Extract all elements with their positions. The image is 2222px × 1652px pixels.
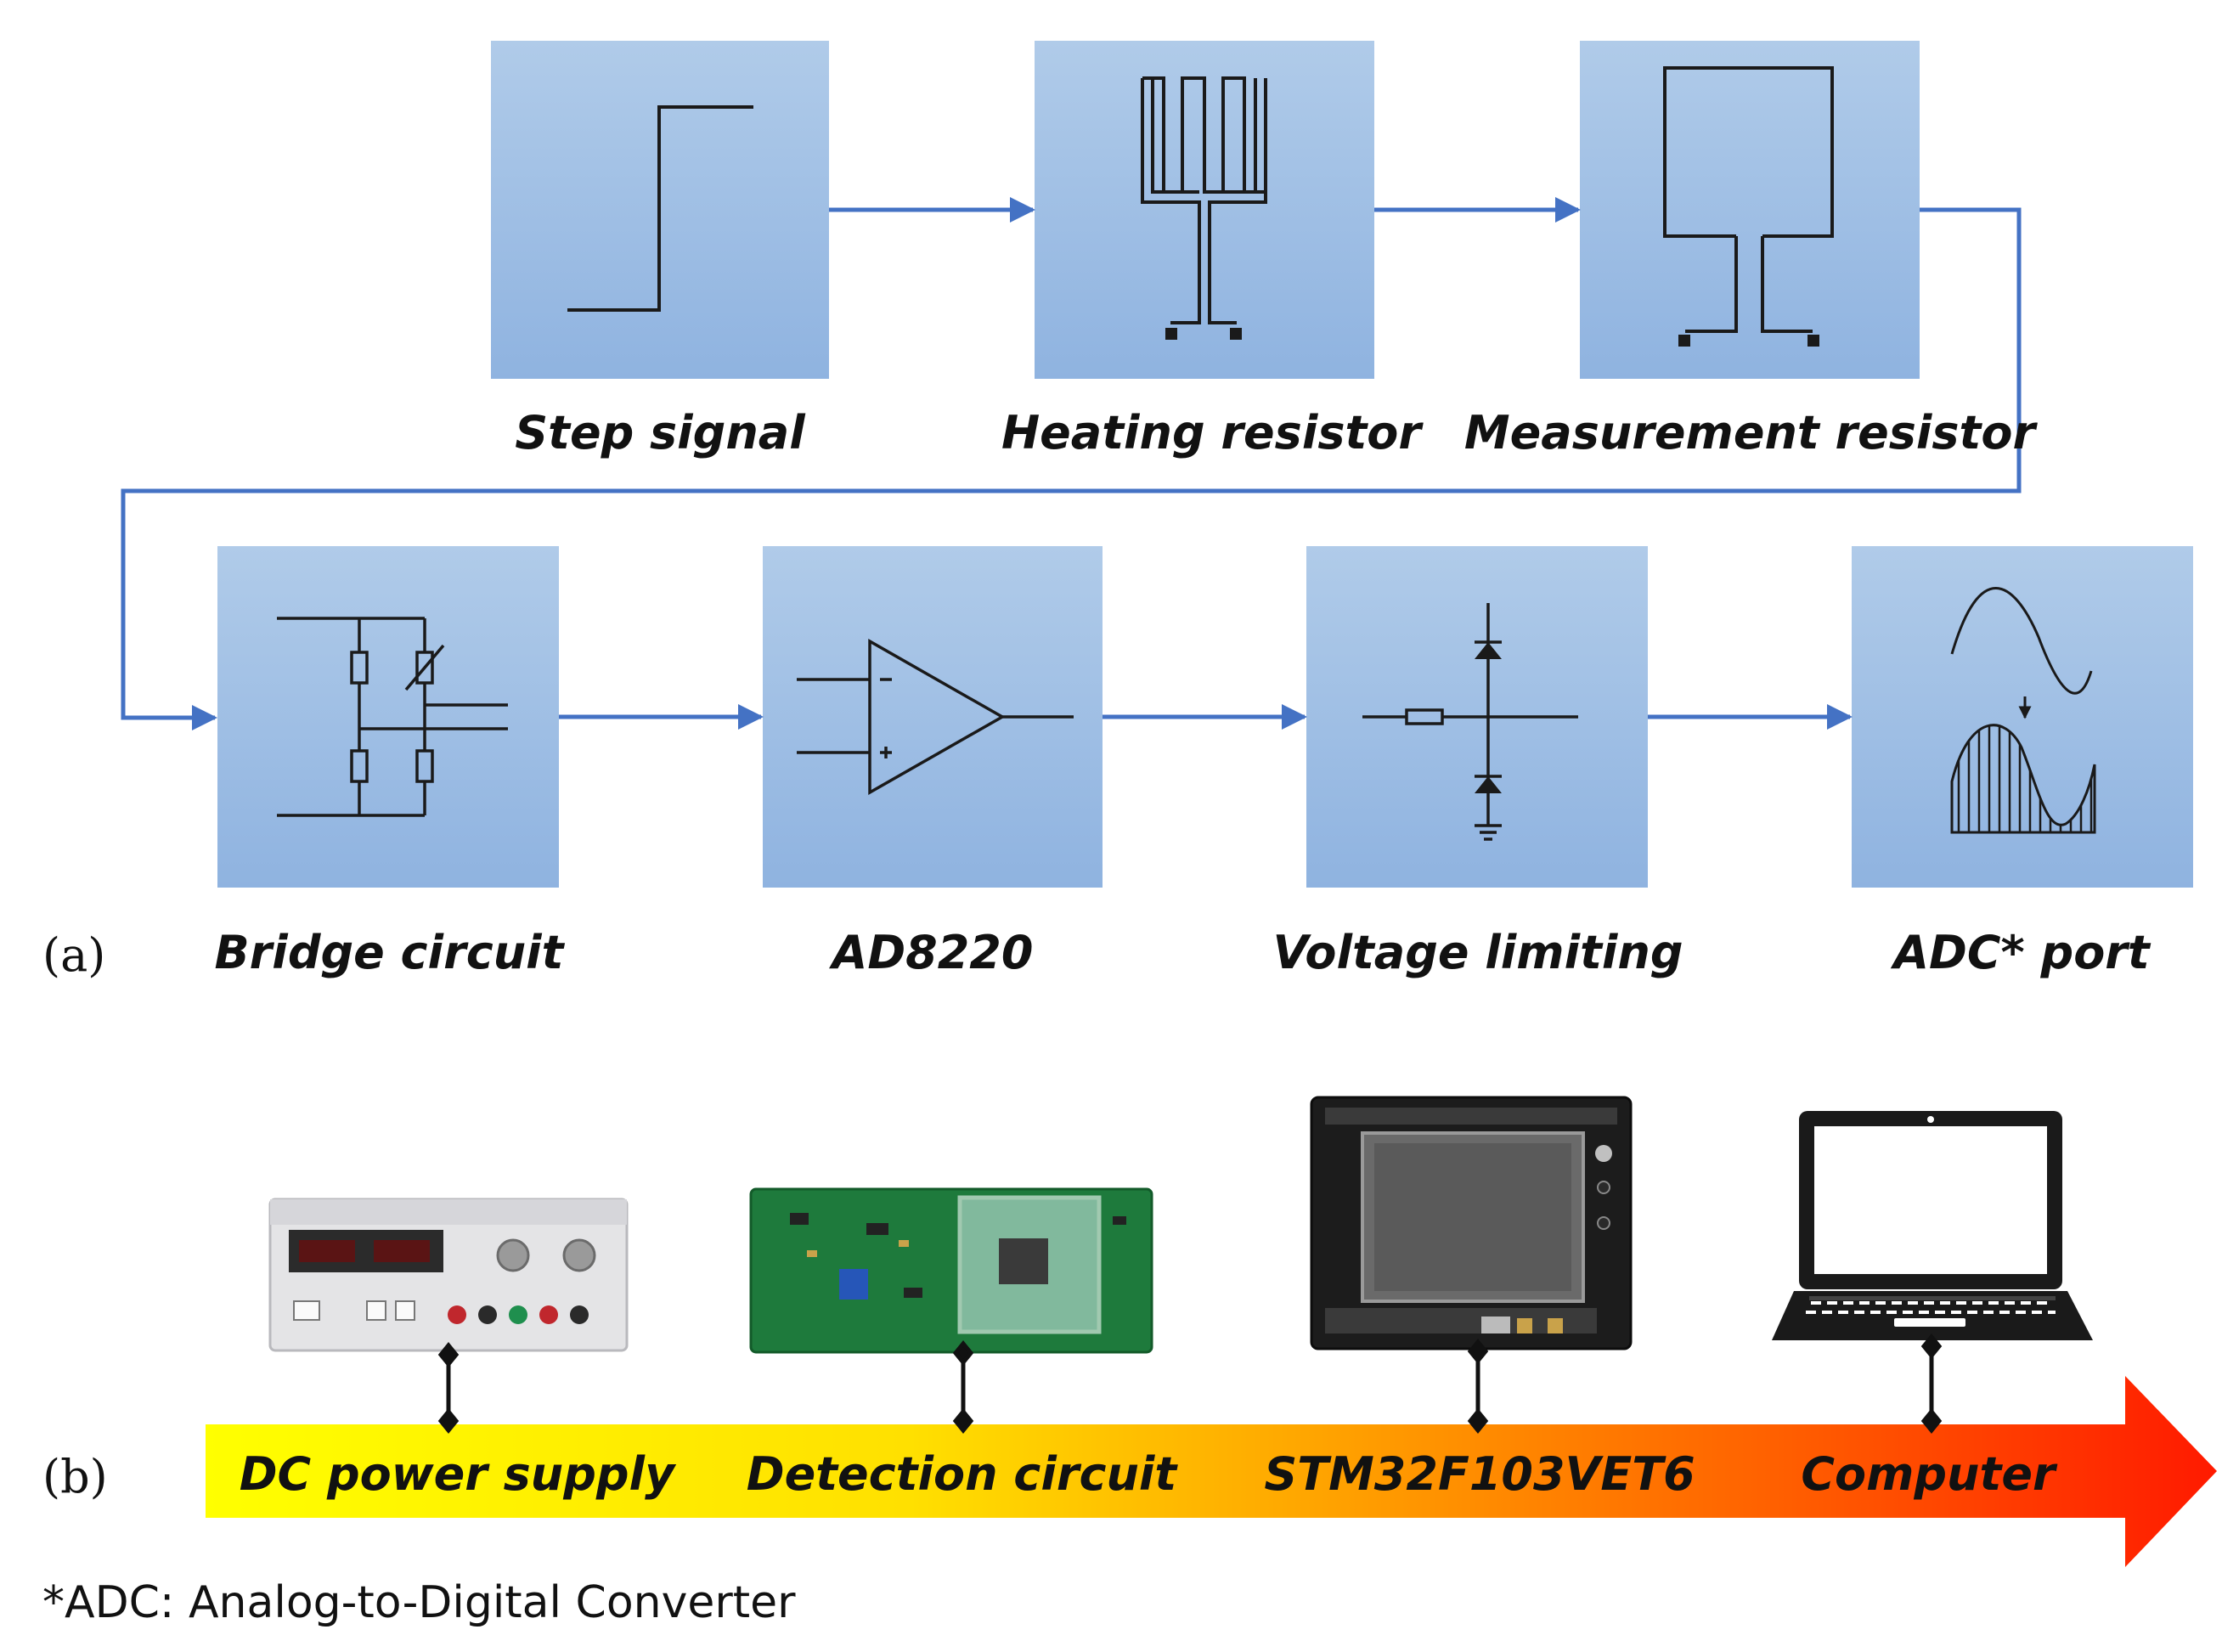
label-dc-power-supply: DC power supply [240,1447,677,1501]
block-bridge-circuit [217,546,559,888]
sampled-waveform-icon [1950,587,2096,834]
panel-a-marker: (a) [42,928,105,982]
heating-resistor-icon [1141,76,1267,324]
block-ad8220 [763,546,1103,888]
label-ad8220: AD8220 [829,926,1034,979]
top-row-arrows [121,197,2022,730]
label-step-signal: Step signal [515,406,806,460]
label-bridge-circuit: Bridge circuit [215,926,566,979]
device-connectors [437,1333,1943,1434]
op-amp-icon [797,638,1074,796]
keyboard-keys [1809,1296,2056,1327]
label-stm32: STM32F103VET6 [1264,1447,1695,1501]
measurement-resistor-icon [1663,66,1834,333]
panel-b: (b) DC power supply Detection circuit ST… [42,1096,2217,1567]
block-heating-resistor [1035,41,1374,379]
arrow-measurement-to-bridge [121,207,2022,730]
panel-b-marker: (b) [42,1450,108,1503]
footnote: *ADC: Analog-to-Digital Converter [42,1577,796,1628]
detection-circuit-board-photo [749,1187,1153,1354]
bottom-row: (a) Bridge circuit AD8220 Voltage limiti… [42,546,2193,982]
progress-arrow-band [206,1376,2217,1567]
label-measurement-resistor: Measurement resistor [1464,406,2039,460]
label-heating-resistor: Heating resistor [1001,406,1424,460]
block-measurement-resistor [1580,41,1920,379]
label-voltage-limiting: Voltage limiting [1272,926,1683,979]
stm32-dev-board-photo [1310,1096,1633,1350]
label-computer: Computer [1801,1447,2058,1501]
block-voltage-limiting [1306,546,1648,888]
bridge-circuit-icon [277,617,508,817]
dc-power-supply-photo [268,1198,629,1352]
laptop-icon [1772,1111,2093,1340]
top-row: Step signal Heating resistor Measurement… [121,41,2039,730]
block-adc-port [1852,546,2193,888]
label-adc-port: ADC* port [1890,926,2152,979]
block-step-signal [491,41,829,379]
keyboard-rows [1806,1301,2056,1314]
label-detection-circuit: Detection circuit [747,1447,1179,1501]
step-signal-icon [567,105,753,312]
